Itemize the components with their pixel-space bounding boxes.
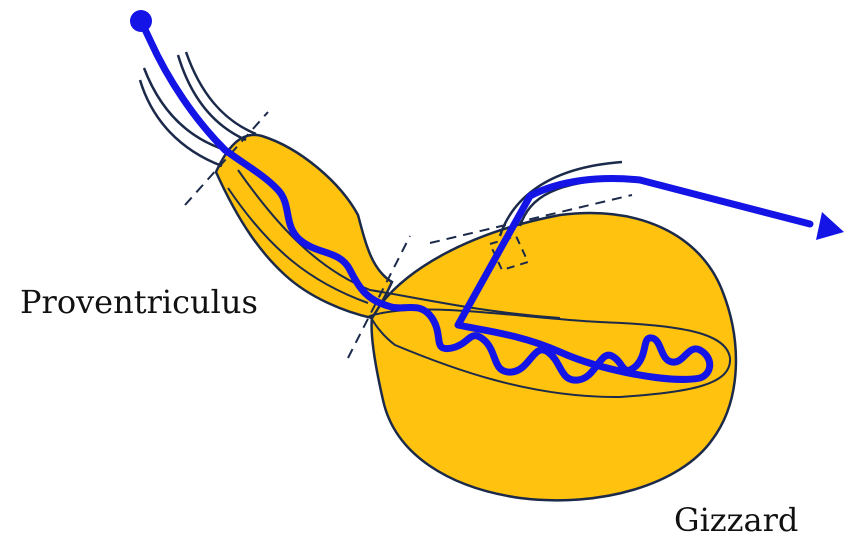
esophagus-line-3 [178, 55, 246, 140]
path-arrowhead [816, 212, 844, 240]
proventriculus-label: Proventriculus [20, 283, 258, 321]
gizzard-label: Gizzard [674, 501, 798, 538]
